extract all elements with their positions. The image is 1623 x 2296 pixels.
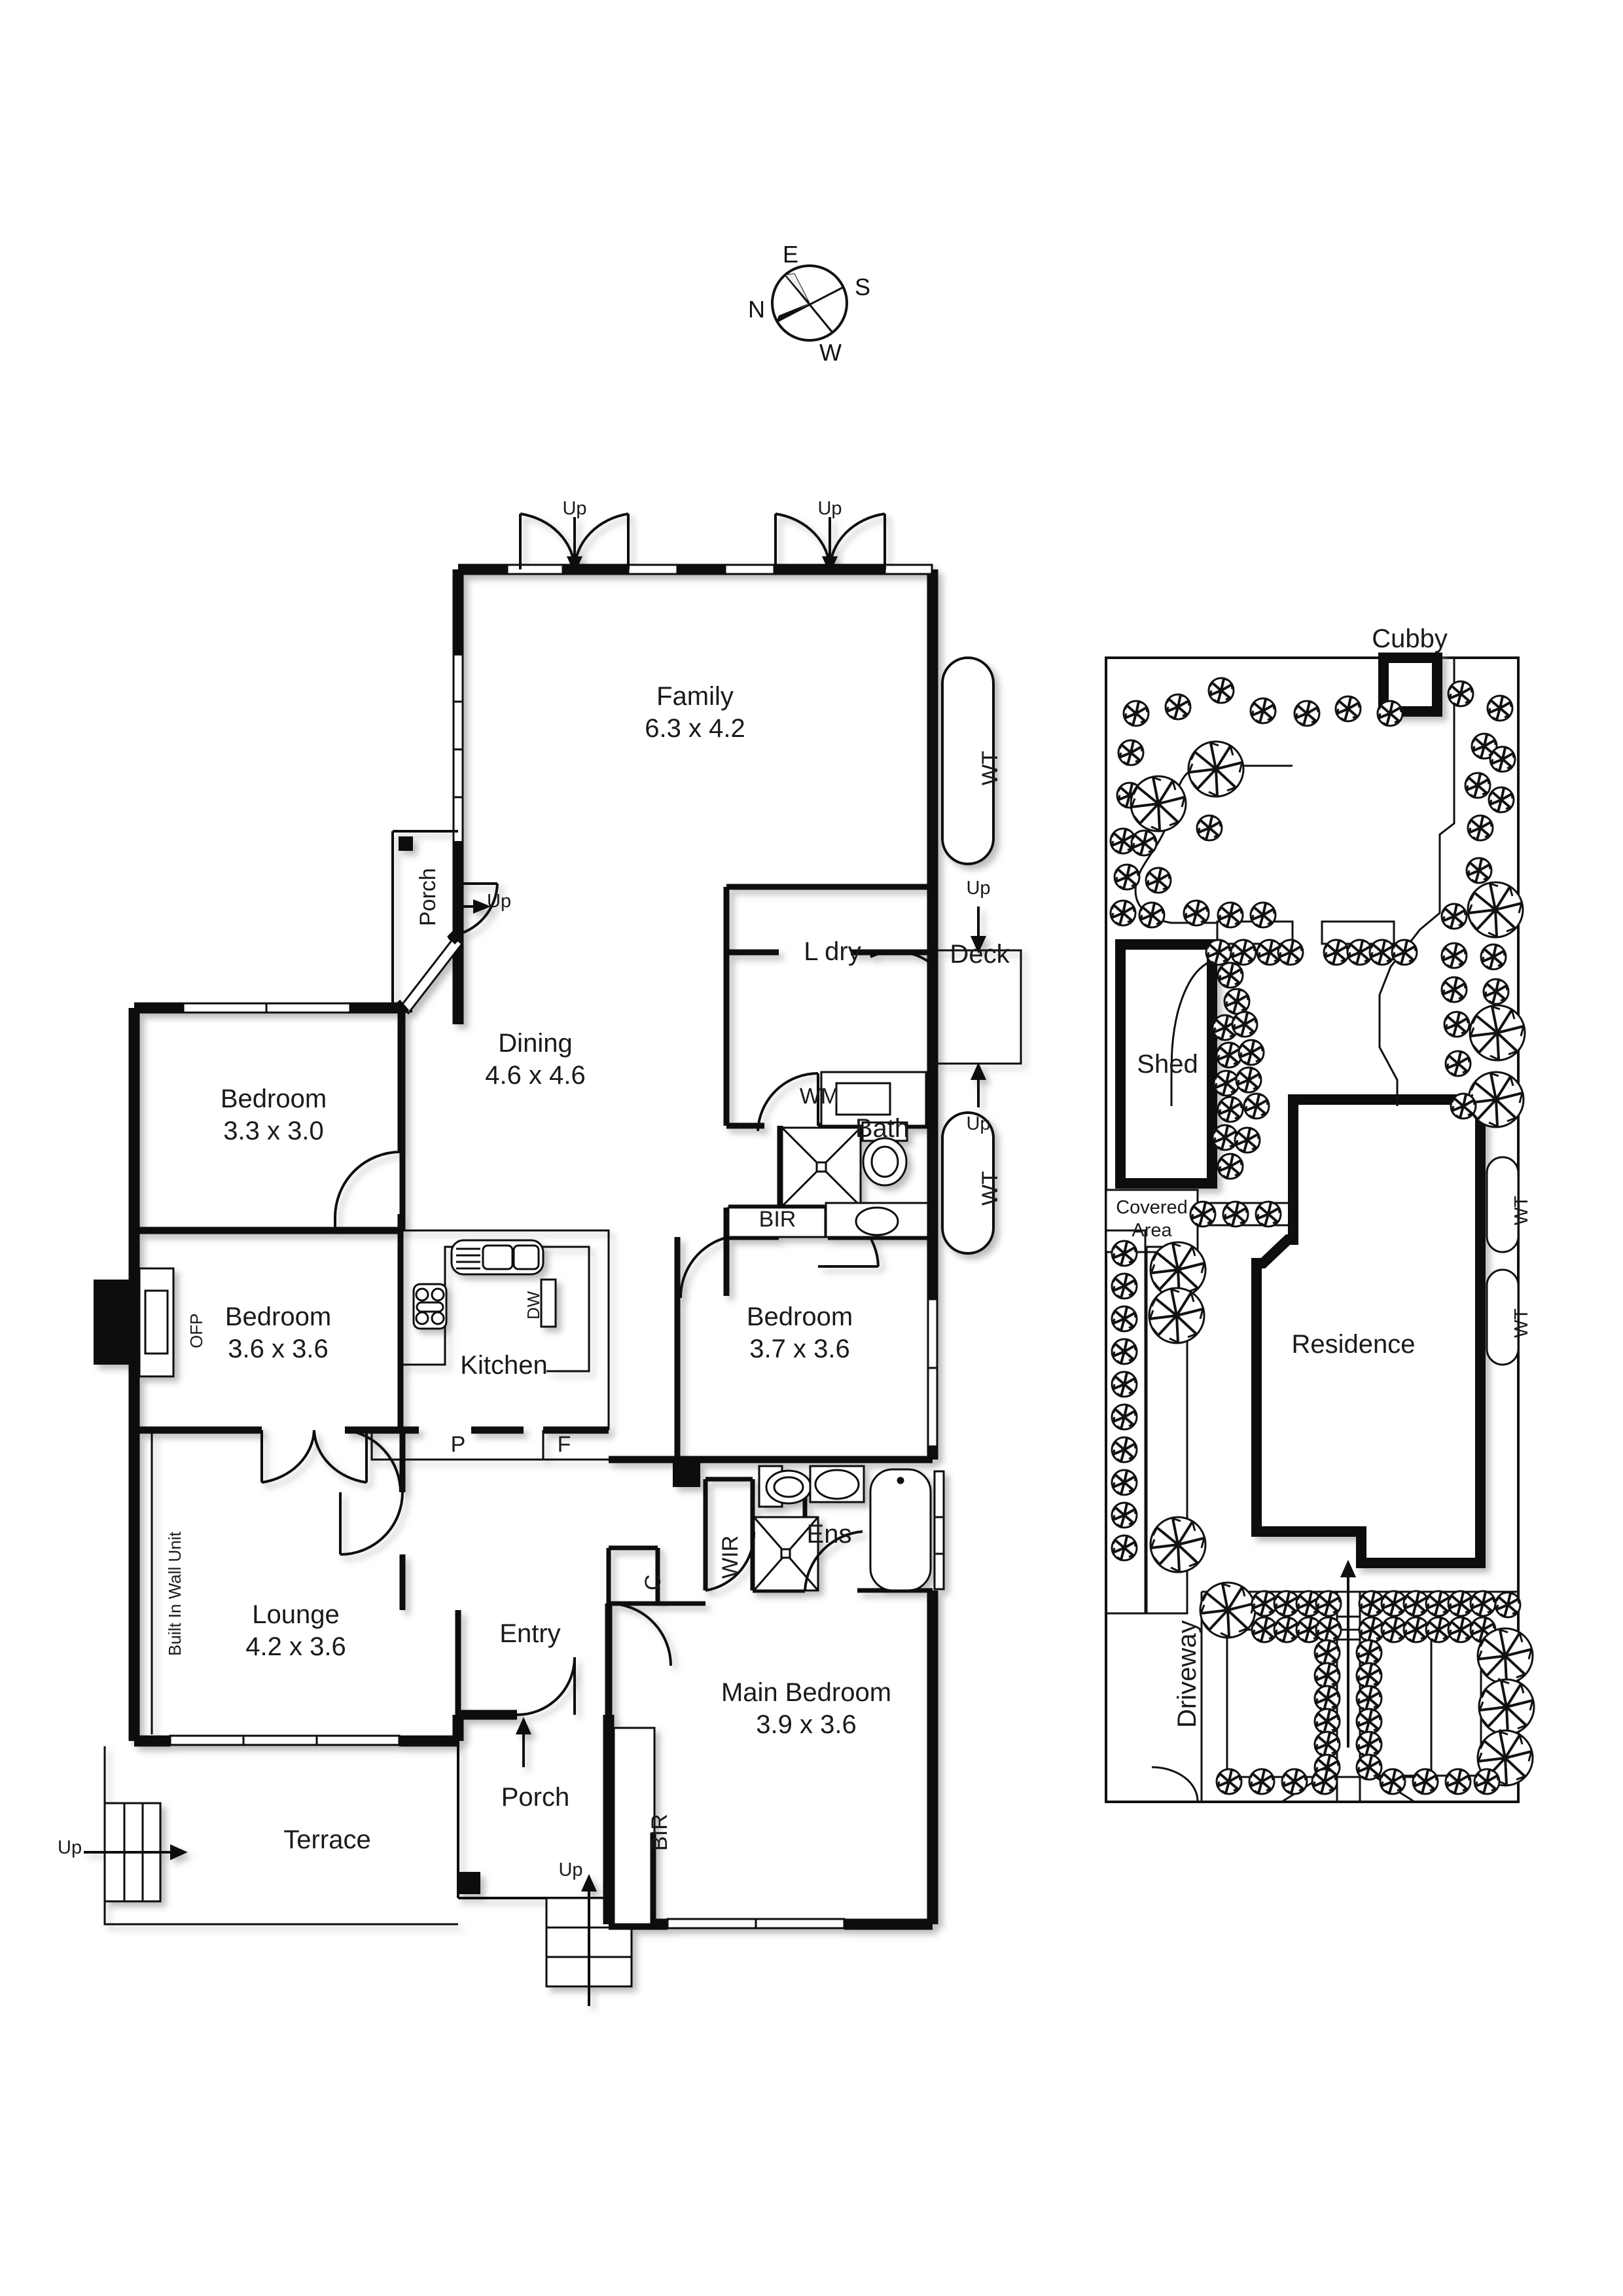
- water-tank-label-2: WT: [978, 1171, 1003, 1206]
- room-dimensions: 6.3 x 4.2: [645, 713, 745, 743]
- room-name: Bedroom: [224, 1302, 332, 1331]
- compass-label-s: S: [855, 274, 871, 300]
- open-fireplace-label: OFP: [187, 1313, 206, 1348]
- up-label-terrace: Up: [58, 1837, 82, 1858]
- up-label-deck-top: Up: [966, 878, 991, 899]
- room-dimensions: 3.9 x 3.6: [756, 1710, 857, 1739]
- space-label-laundry: L dry: [804, 937, 861, 966]
- built-in-wall-unit-label: Built In Wall Unit: [165, 1532, 185, 1656]
- space-label-terrace: Terrace: [283, 1825, 371, 1854]
- room-dimensions: 3.6 x 3.6: [228, 1334, 329, 1363]
- room-dimensions: 3.7 x 3.6: [749, 1334, 850, 1363]
- up-label-front-porch: Up: [558, 1859, 583, 1880]
- compass-rose: [771, 264, 848, 342]
- space-label-ens: Ens: [806, 1520, 852, 1549]
- room-label-bedroom-2: Bedroom 3.3 x 3.0: [221, 1083, 327, 1147]
- room-name: Main Bedroom: [721, 1678, 892, 1707]
- site-label-cubby: Cubby: [1372, 624, 1448, 653]
- site-label-residence: Residence: [1291, 1330, 1416, 1359]
- site-water-tank-label-2: WT: [1511, 1308, 1532, 1338]
- up-label-family-right: Up: [817, 498, 842, 519]
- room-label-lounge: Lounge 4.2 x 3.6: [245, 1599, 346, 1663]
- room-dimensions: 4.2 x 3.6: [245, 1632, 346, 1661]
- walk-in-robe-label: WIR: [718, 1535, 743, 1579]
- site-label-driveway: Driveway: [1173, 1620, 1202, 1728]
- water-tank-label-1: WT: [978, 751, 1003, 785]
- room-name: Bedroom: [220, 1085, 327, 1113]
- built-in-robe-label-1: BIR: [758, 1207, 796, 1232]
- room-name: Dining: [498, 1029, 573, 1058]
- cupboard-label: C: [641, 1574, 666, 1590]
- site-label-shed: Shed: [1137, 1050, 1198, 1079]
- space-label-kitchen: Kitchen: [460, 1351, 548, 1380]
- room-dimensions: 3.3 x 3.0: [223, 1116, 324, 1145]
- pantry-label: P: [450, 1432, 466, 1457]
- space-label-deck: Deck: [950, 940, 1010, 969]
- up-label-side-porch: Up: [487, 891, 512, 912]
- space-label-porch-side: Porch: [416, 868, 440, 926]
- space-label-bath: Bath: [855, 1114, 910, 1143]
- room-name: Bedroom: [746, 1302, 853, 1331]
- built-in-robe-label-2: BIR: [647, 1814, 672, 1851]
- room-label-dining: Dining 4.6 x 4.6: [485, 1028, 585, 1092]
- washing-machine-label: WM: [799, 1084, 840, 1109]
- fridge-label: F: [557, 1432, 571, 1457]
- compass-label-w: W: [819, 339, 842, 366]
- space-label-entry: Entry: [499, 1619, 561, 1648]
- compass-label-e: E: [783, 241, 799, 268]
- room-dimensions: 4.6 x 4.6: [485, 1060, 586, 1090]
- up-label-family-left: Up: [562, 498, 587, 519]
- room-name: Family: [656, 682, 734, 711]
- room-label-main-bedroom: Main Bedroom 3.9 x 3.6: [721, 1677, 891, 1741]
- up-label-deck-bottom: Up: [966, 1113, 991, 1134]
- site-water-tank-label-1: WT: [1511, 1195, 1532, 1225]
- room-label-bedroom-3: Bedroom 3.6 x 3.6: [225, 1301, 331, 1365]
- space-label-porch-front: Porch: [501, 1783, 570, 1812]
- dishwasher-label: DW: [524, 1291, 543, 1319]
- room-label-family: Family 6.3 x 4.2: [645, 681, 745, 745]
- room-name: Lounge: [252, 1600, 340, 1629]
- room-label-bedroom-4: Bedroom 3.7 x 3.6: [747, 1301, 853, 1365]
- compass-label-n: N: [748, 296, 765, 323]
